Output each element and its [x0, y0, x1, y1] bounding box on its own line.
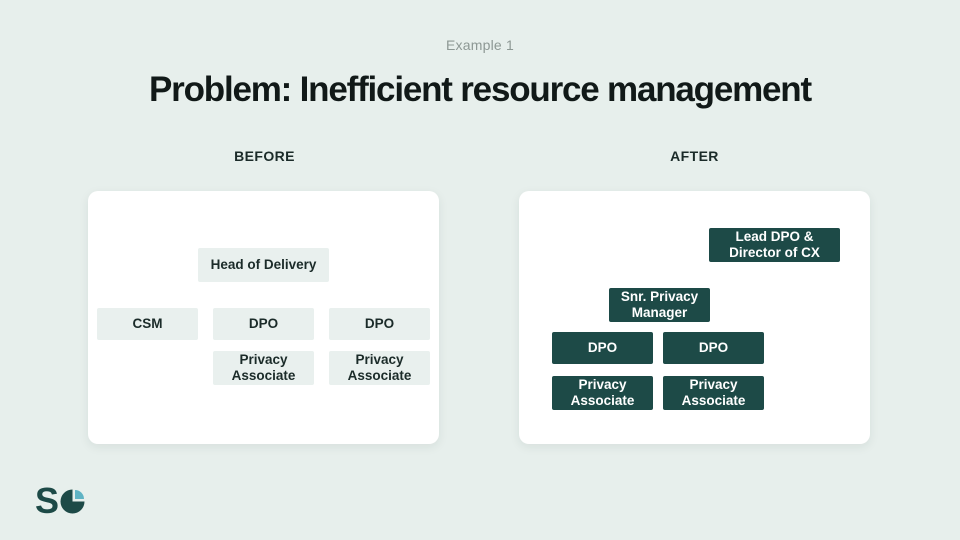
- org-box-dpo-1: DPO: [552, 332, 653, 364]
- before-label: BEFORE: [234, 148, 295, 164]
- org-box-snr-privacy-manager: Snr. Privacy Manager: [609, 288, 710, 322]
- org-box-privacy-associate-2: Privacy Associate: [663, 376, 764, 410]
- org-box-dpo-1: DPO: [213, 308, 314, 340]
- org-box-dpo-2: DPO: [329, 308, 430, 340]
- slide-eyebrow: Example 1: [446, 37, 514, 53]
- after-label: AFTER: [670, 148, 719, 164]
- org-box-lead-dpo-director-cx: Lead DPO & Director of CX: [709, 228, 840, 262]
- after-org-chart-card: Lead DPO & Director of CX Snr. Privacy M…: [519, 191, 870, 444]
- org-box-privacy-associate-1: Privacy Associate: [552, 376, 653, 410]
- org-box-head-of-delivery: Head of Delivery: [198, 248, 329, 282]
- org-box-privacy-associate-1: Privacy Associate: [213, 351, 314, 385]
- pie-chart-icon: [60, 489, 85, 514]
- org-box-csm: CSM: [97, 308, 198, 340]
- org-box-privacy-associate-2: Privacy Associate: [329, 351, 430, 385]
- org-box-dpo-2: DPO: [663, 332, 764, 364]
- page-title: Problem: Inefficient resource management: [149, 70, 812, 109]
- logo-letter: S: [35, 480, 59, 521]
- before-org-chart-card: Head of Delivery CSM DPO DPO Privacy Ass…: [88, 191, 439, 444]
- company-logo: S: [35, 480, 86, 521]
